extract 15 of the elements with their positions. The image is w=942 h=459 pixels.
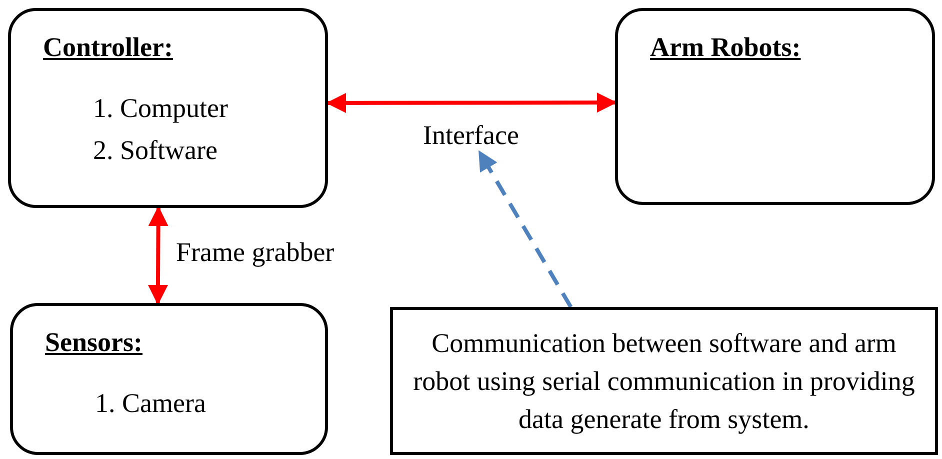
note-box [390,307,938,455]
rounded-box [8,8,328,208]
heading: Sensors: [45,326,143,358]
arrow [478,150,573,308]
heading: Controller: [43,31,173,63]
heading: Arm Robots: [650,31,801,63]
list-item: 1. Camera [94,387,206,420]
rounded-box [10,303,328,455]
rounded-box [615,8,935,205]
note-text: Communication between software and arm robot using serial communication in providing data generate from system. [412,327,916,436]
arrow [148,206,168,305]
list-item: 2. Software [92,134,218,167]
text-label: Interface [423,119,519,151]
list-item: 1. Computer [92,92,228,125]
arrow [326,92,617,113]
